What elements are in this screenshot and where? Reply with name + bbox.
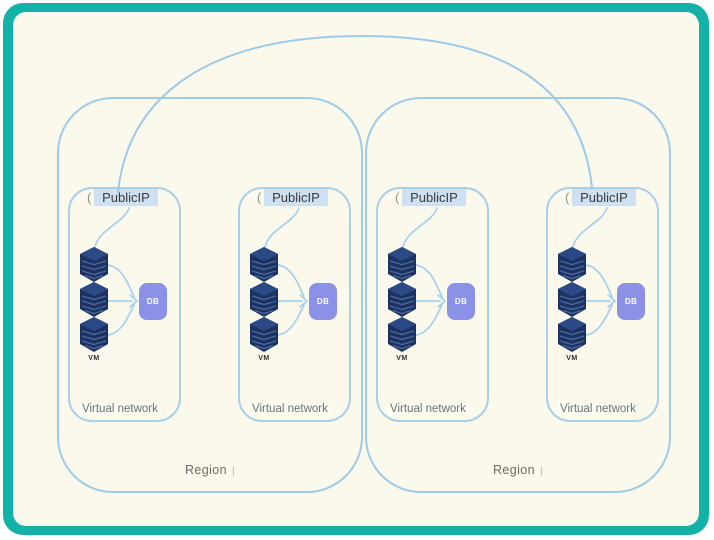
vm-icon [558, 282, 586, 317]
vnet-label: Virtual network [557, 403, 639, 415]
vm-node[interactable] [388, 247, 416, 283]
vm-db-link-bottom [415, 304, 443, 336]
cursor-mark: | [540, 466, 543, 477]
vm-node[interactable] [558, 317, 586, 353]
db-label: DB [624, 297, 638, 306]
region-label: Region| [492, 463, 543, 477]
publicip-vm-link [94, 207, 130, 248]
vm-db-link-top [277, 264, 305, 298]
virtual-network-box[interactable]: ( PublicIP [376, 187, 489, 422]
public-ip-node[interactable]: ( PublicIP [395, 189, 466, 206]
arrowhead-icon [299, 294, 309, 308]
region-box[interactable]: ( PublicIP [365, 97, 671, 493]
public-ip-icon: ( [395, 190, 400, 205]
vm-node[interactable] [250, 247, 278, 283]
vm-label: VM [396, 355, 408, 362]
region-box[interactable]: ( PublicIP [57, 97, 363, 493]
vm-node[interactable] [558, 247, 586, 283]
public-ip-icon: ( [257, 190, 262, 205]
virtual-network-box[interactable]: ( PublicIP [546, 187, 659, 422]
vnet-label: Virtual network [79, 403, 161, 415]
vm-label: VM [88, 355, 100, 362]
vnet-label: Virtual network [249, 403, 331, 415]
db-label: DB [316, 297, 330, 306]
vm-icon [388, 282, 416, 317]
vm-icon [558, 247, 586, 282]
vm-node[interactable] [250, 282, 278, 318]
diagram-canvas: ( PublicIP [13, 12, 699, 526]
virtual-network-box[interactable]: ( PublicIP [238, 187, 351, 422]
vm-icon [80, 282, 108, 317]
vm-icon [80, 317, 108, 352]
vm-db-link-top [585, 264, 613, 298]
vm-icon [250, 317, 278, 352]
vm-node[interactable] [558, 282, 586, 318]
vm-node[interactable] [80, 282, 108, 318]
vm-db-link-bottom [277, 304, 305, 336]
vm-icon [388, 247, 416, 282]
vm-icon [558, 317, 586, 352]
vm-node[interactable] [388, 282, 416, 318]
public-ip-node[interactable]: ( PublicIP [565, 189, 636, 206]
public-ip-label: PublicIP [272, 190, 320, 205]
vm-label: VM [566, 355, 578, 362]
publicip-vm-link [264, 207, 300, 248]
vnet-label: Virtual network [387, 403, 469, 415]
public-ip-label: PublicIP [410, 190, 458, 205]
db-label: DB [454, 297, 468, 306]
db-label: DB [146, 297, 160, 306]
database-node[interactable]: DB [617, 283, 645, 320]
vm-node[interactable] [388, 317, 416, 353]
region-label: Region| [184, 463, 235, 477]
database-node[interactable]: DB [447, 283, 475, 320]
vm-db-link-bottom [585, 304, 613, 336]
vm-node[interactable] [80, 317, 108, 353]
vm-icon [388, 317, 416, 352]
vm-db-link-bottom [107, 304, 135, 336]
vm-node[interactable] [80, 247, 108, 283]
database-node[interactable]: DB [309, 283, 337, 320]
publicip-vm-link [402, 207, 438, 248]
slide-frame: ( PublicIP [3, 3, 709, 535]
arrowhead-icon [607, 294, 617, 308]
public-ip-icon: ( [565, 190, 570, 205]
publicip-vm-link [572, 207, 608, 248]
vm-icon [250, 247, 278, 282]
public-ip-label: PublicIP [102, 190, 150, 205]
public-ip-icon: ( [87, 190, 92, 205]
arrowhead-icon [129, 294, 139, 308]
vm-node[interactable] [250, 317, 278, 353]
vm-icon [250, 282, 278, 317]
virtual-network-box[interactable]: ( PublicIP [68, 187, 181, 422]
vm-db-link-top [415, 264, 443, 298]
public-ip-node[interactable]: ( PublicIP [87, 189, 158, 206]
public-ip-label: PublicIP [580, 190, 628, 205]
vm-icon [80, 247, 108, 282]
public-ip-node[interactable]: ( PublicIP [257, 189, 328, 206]
arrowhead-icon [437, 294, 447, 308]
cursor-mark: | [232, 466, 235, 477]
vm-db-link-top [107, 264, 135, 298]
database-node[interactable]: DB [139, 283, 167, 320]
vm-label: VM [258, 355, 270, 362]
